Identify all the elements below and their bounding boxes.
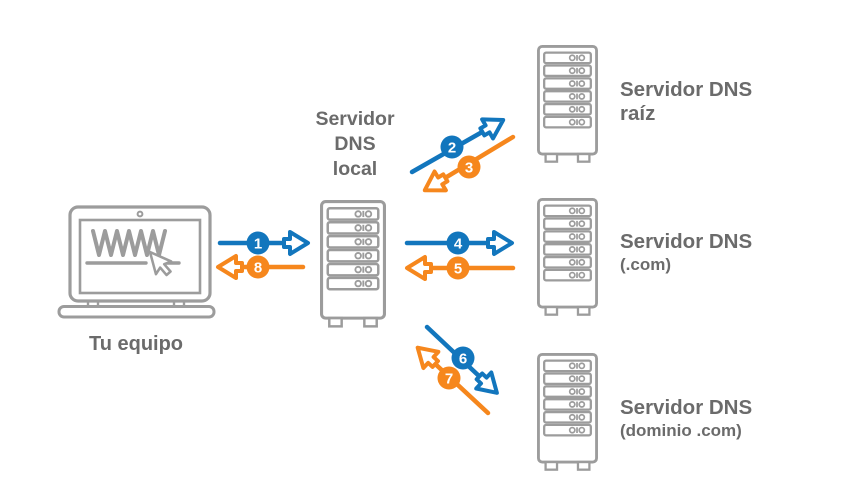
arrow-head-icon: [478, 117, 506, 141]
step-badge-4: 4: [446, 231, 470, 255]
client-label: Tu equipo: [88, 333, 184, 355]
laptop-base: [57, 305, 216, 319]
step-number: 4: [454, 235, 463, 252]
local-dns-label: Servidor DNS local: [315, 108, 395, 180]
server-icon-root: [537, 45, 598, 164]
step-badge-3: 3: [457, 155, 481, 179]
arrow-head-icon: [282, 230, 310, 256]
arrow-head-icon: [422, 169, 450, 193]
arrow-shaft: [441, 134, 516, 182]
arrow-head-icon: [486, 230, 514, 256]
step-badge-2: 2: [440, 135, 464, 159]
arrow-step-5: [405, 255, 516, 281]
arrow-head-icon: [216, 254, 244, 280]
step-number: 8: [254, 259, 262, 276]
step-number: 3: [465, 159, 473, 176]
laptop-icon: [57, 205, 216, 319]
domain-dns-label: Servidor DNS (dominio .com): [620, 396, 840, 442]
step-badge-8: 8: [246, 255, 270, 279]
www-text-icon: [91, 229, 167, 257]
root-dns-label: Servidor DNS raíz: [620, 78, 840, 126]
server-icon-domain: [537, 353, 598, 472]
root-dns-subtitle: raíz: [620, 102, 656, 125]
step-badge-7: 7: [437, 366, 461, 390]
webcam-icon: [136, 210, 144, 218]
step-number: 2: [448, 139, 456, 156]
arrow-head-icon: [474, 370, 499, 395]
server-icon-com: [537, 198, 598, 317]
step-badge-6: 6: [451, 346, 475, 370]
com-dns-title: Servidor DNS: [620, 230, 753, 253]
step-number: 7: [445, 370, 453, 387]
server-icon-local: [320, 200, 386, 328]
arrow-head-icon: [415, 345, 441, 370]
arrow-head-icon: [405, 255, 433, 281]
step-number: 6: [459, 350, 467, 367]
com-dns-subtitle: (.com): [620, 255, 671, 274]
step-number: 1: [254, 235, 262, 252]
arrow-step-7: [415, 345, 491, 416]
com-dns-label: Servidor DNS (.com): [620, 230, 840, 276]
cursor-icon: [148, 250, 173, 277]
step-badge-5: 5: [446, 256, 470, 280]
step-number: 5: [454, 260, 462, 277]
domain-dns-subtitle: (dominio .com): [620, 421, 742, 440]
root-dns-title: Servidor DNS: [620, 78, 753, 101]
step-badge-1: 1: [246, 231, 270, 255]
arrow-step-3: [422, 134, 516, 193]
domain-dns-title: Servidor DNS: [620, 396, 753, 419]
